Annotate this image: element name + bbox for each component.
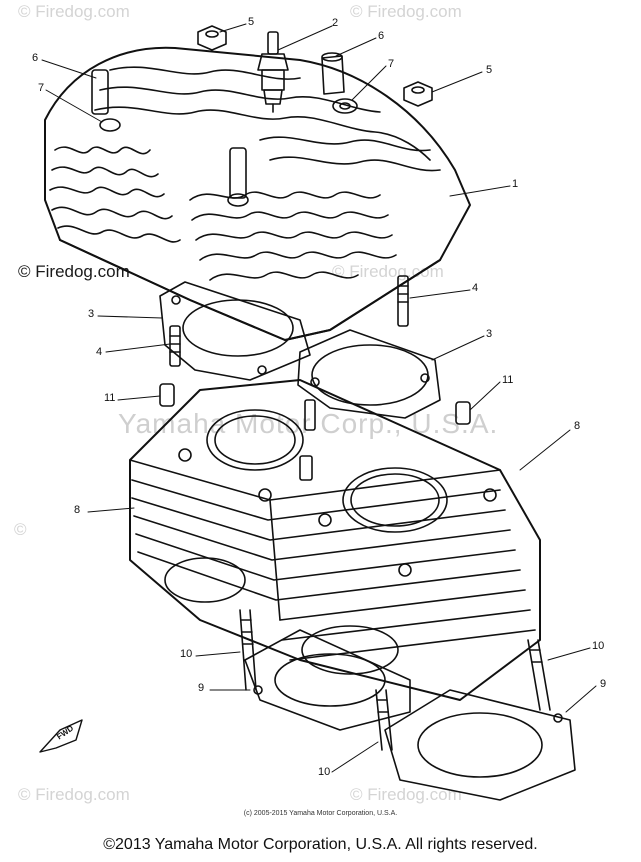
- stud-bolt-upper: [397, 275, 409, 327]
- callout-6-right: 6: [378, 30, 385, 42]
- callout-4-right: 4: [472, 282, 479, 294]
- callout-3-left: 3: [88, 308, 95, 320]
- watermark-left-edge: ©: [14, 520, 27, 539]
- stud-mid: [299, 399, 316, 481]
- callout-10-right: 10: [592, 640, 605, 652]
- callout-5-top: 5: [248, 16, 255, 28]
- callout-3-right: 3: [486, 328, 493, 340]
- copyright-notice: ©2013 Yamaha Motor Corporation, U.S.A. A…: [103, 836, 538, 853]
- callout-4-left: 4: [96, 346, 103, 358]
- callout-7-left: 7: [38, 82, 45, 94]
- fwd-arrow-icon: [39, 719, 83, 753]
- callout-8-left: 8: [74, 504, 81, 516]
- nut-upper: [197, 25, 227, 51]
- callout-8-right: 8: [574, 420, 581, 432]
- nut-right: [403, 81, 433, 107]
- callout-11-right: 11: [502, 374, 514, 386]
- watermark-top-left: © Firedog.com: [18, 2, 130, 21]
- leader-lines: [41, 23, 597, 773]
- callout-2: 2: [332, 17, 339, 29]
- dowel-left: [159, 383, 175, 407]
- watermark-center-ghost: Yamaha Motor Corp., U.S.A.: [118, 408, 499, 439]
- dowel-right: [455, 401, 471, 425]
- callout-5-right: 5: [486, 64, 493, 76]
- callout-7-right: 7: [388, 58, 395, 70]
- watermark-bottom-right: © Firedog.com: [350, 785, 462, 804]
- washer: [332, 98, 358, 114]
- stud-bolt-lower: [169, 325, 181, 367]
- callout-10-bottom: 10: [318, 766, 331, 778]
- callout-6-left: 6: [32, 52, 39, 64]
- head-gasket-right: [297, 329, 441, 419]
- cylinder-head: [44, 46, 471, 341]
- callout-9-left: 9: [198, 682, 205, 694]
- collar: [321, 52, 345, 95]
- watermark-top-right: © Firedog.com: [350, 2, 462, 21]
- long-stud-left: [239, 609, 257, 691]
- base-gasket-right: [384, 689, 576, 801]
- small-copyright: (c) 2005-2015 Yamaha Motor Corporation, …: [243, 810, 398, 817]
- callout-10-left: 10: [180, 648, 193, 660]
- long-stud-center: [375, 689, 393, 751]
- watermark-mid-left: © Firedog.com: [18, 262, 130, 281]
- long-stud-right: [527, 639, 551, 711]
- watermark-bottom-left: © Firedog.com: [18, 785, 130, 804]
- callout-9-right: 9: [600, 678, 607, 690]
- cylinder-block: [129, 379, 541, 701]
- spark-plug: [257, 31, 289, 113]
- callout-11-left: 11: [104, 392, 116, 404]
- base-gasket-left: [244, 629, 411, 731]
- callout-1: 1: [512, 178, 519, 190]
